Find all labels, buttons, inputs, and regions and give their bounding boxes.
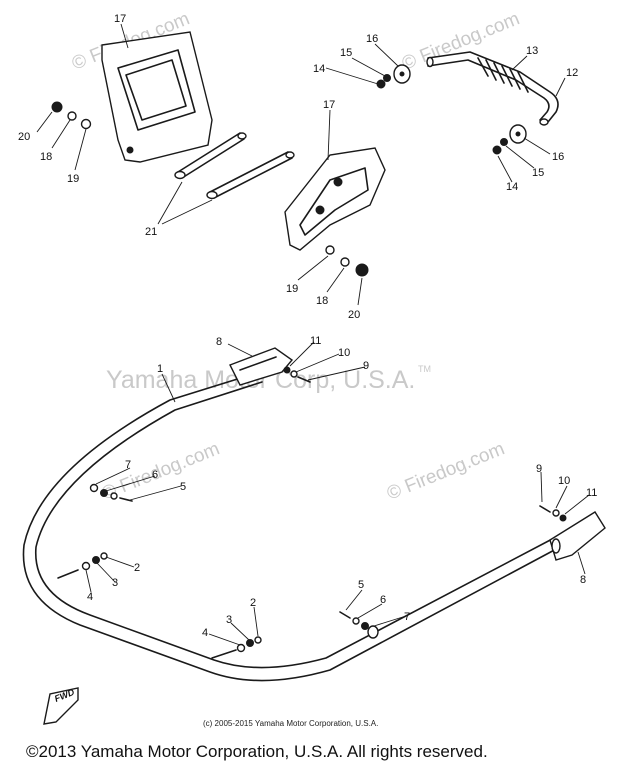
callout-14-top: 14 <box>313 63 325 75</box>
sleeve-8-right <box>549 511 606 561</box>
callout-4-left: 4 <box>87 591 93 603</box>
callout-8-right: 8 <box>580 574 586 586</box>
hardware-18-19-20-left <box>51 101 92 130</box>
callout-3-bottom: 3 <box>226 614 232 626</box>
callout-4-bottom: 4 <box>202 627 208 639</box>
callout-18-middle: 18 <box>316 295 328 307</box>
handle-12-13 <box>426 51 559 126</box>
watermark-tm: TM <box>418 364 431 374</box>
hardware-5-6-7-left <box>89 483 133 502</box>
callout-11-top: 11 <box>310 335 321 347</box>
callout-1: 1 <box>157 363 163 375</box>
callout-16-top: 16 <box>366 33 378 45</box>
bracket-17-right <box>284 147 386 251</box>
main-tube-1 <box>22 371 561 682</box>
footer-copyright: ©2013 Yamaha Motor Corporation, U.S.A. A… <box>26 742 488 761</box>
callout-20-middle: 20 <box>348 309 360 321</box>
leader-lines <box>36 23 590 646</box>
callout-2-bottom: 2 <box>250 597 256 609</box>
watermark-firedog-left: © Firedog.com <box>99 438 223 504</box>
hardware-18-19-20-middle <box>325 245 369 277</box>
callout-16-bottom: 16 <box>552 151 564 163</box>
fwd-marker: FWD <box>43 687 79 725</box>
callout-14-bottom: 14 <box>506 181 518 193</box>
callout-8-top: 8 <box>216 336 222 348</box>
callout-20-left: 20 <box>18 131 30 143</box>
hardware-2-3-4-left <box>57 552 108 579</box>
watermark-firedog-right: © Firedog.com <box>399 8 523 74</box>
sleeve-8-top <box>229 347 294 386</box>
hardware-14-15-16-bottom <box>492 124 527 155</box>
callout-11-right: 11 <box>586 487 597 499</box>
hardware-2-3-4-bottom <box>211 636 262 659</box>
callout-15-bottom: 15 <box>532 167 544 179</box>
callout-13: 13 <box>526 45 538 57</box>
bracket-17-left <box>101 31 213 163</box>
callout-7-right: 7 <box>404 611 410 623</box>
callout-9-top: 9 <box>363 360 369 372</box>
callout-5-left: 5 <box>180 481 186 493</box>
footer-small-copyright: (c) 2005-2015 Yamaha Motor Corporation, … <box>203 719 378 728</box>
callout-15-top: 15 <box>340 47 352 59</box>
hardware-9-10-11-top <box>283 366 311 383</box>
callout-10-top: 10 <box>338 347 350 359</box>
callout-18-left: 18 <box>40 151 52 163</box>
callout-5-right: 5 <box>358 579 364 591</box>
hardware-14-15-16-top <box>376 64 411 89</box>
callout-6-left: 6 <box>152 469 158 481</box>
hardware-9-10-11-right <box>539 505 567 522</box>
callout-3-left: 3 <box>112 577 118 589</box>
callout-10-right: 10 <box>558 475 570 487</box>
callout-12: 12 <box>566 67 578 79</box>
callout-17-right: 17 <box>323 99 335 111</box>
callout-7-left: 7 <box>125 459 131 471</box>
callout-17-left: 17 <box>114 13 126 25</box>
callout-19-middle: 19 <box>286 283 298 295</box>
callout-9-right: 9 <box>536 463 542 475</box>
callout-19-left: 19 <box>67 173 79 185</box>
callout-2-left: 2 <box>134 562 140 574</box>
callout-6-right: 6 <box>380 594 386 606</box>
callout-numbers: 17 20 18 19 21 16 15 14 13 12 16 15 14 1… <box>18 13 597 639</box>
hardware-5-6-7-right <box>339 611 379 639</box>
callout-21: 21 <box>145 226 157 238</box>
watermark-firedog-lower-right: © Firedog.com <box>384 438 508 504</box>
pins-21 <box>174 132 295 200</box>
